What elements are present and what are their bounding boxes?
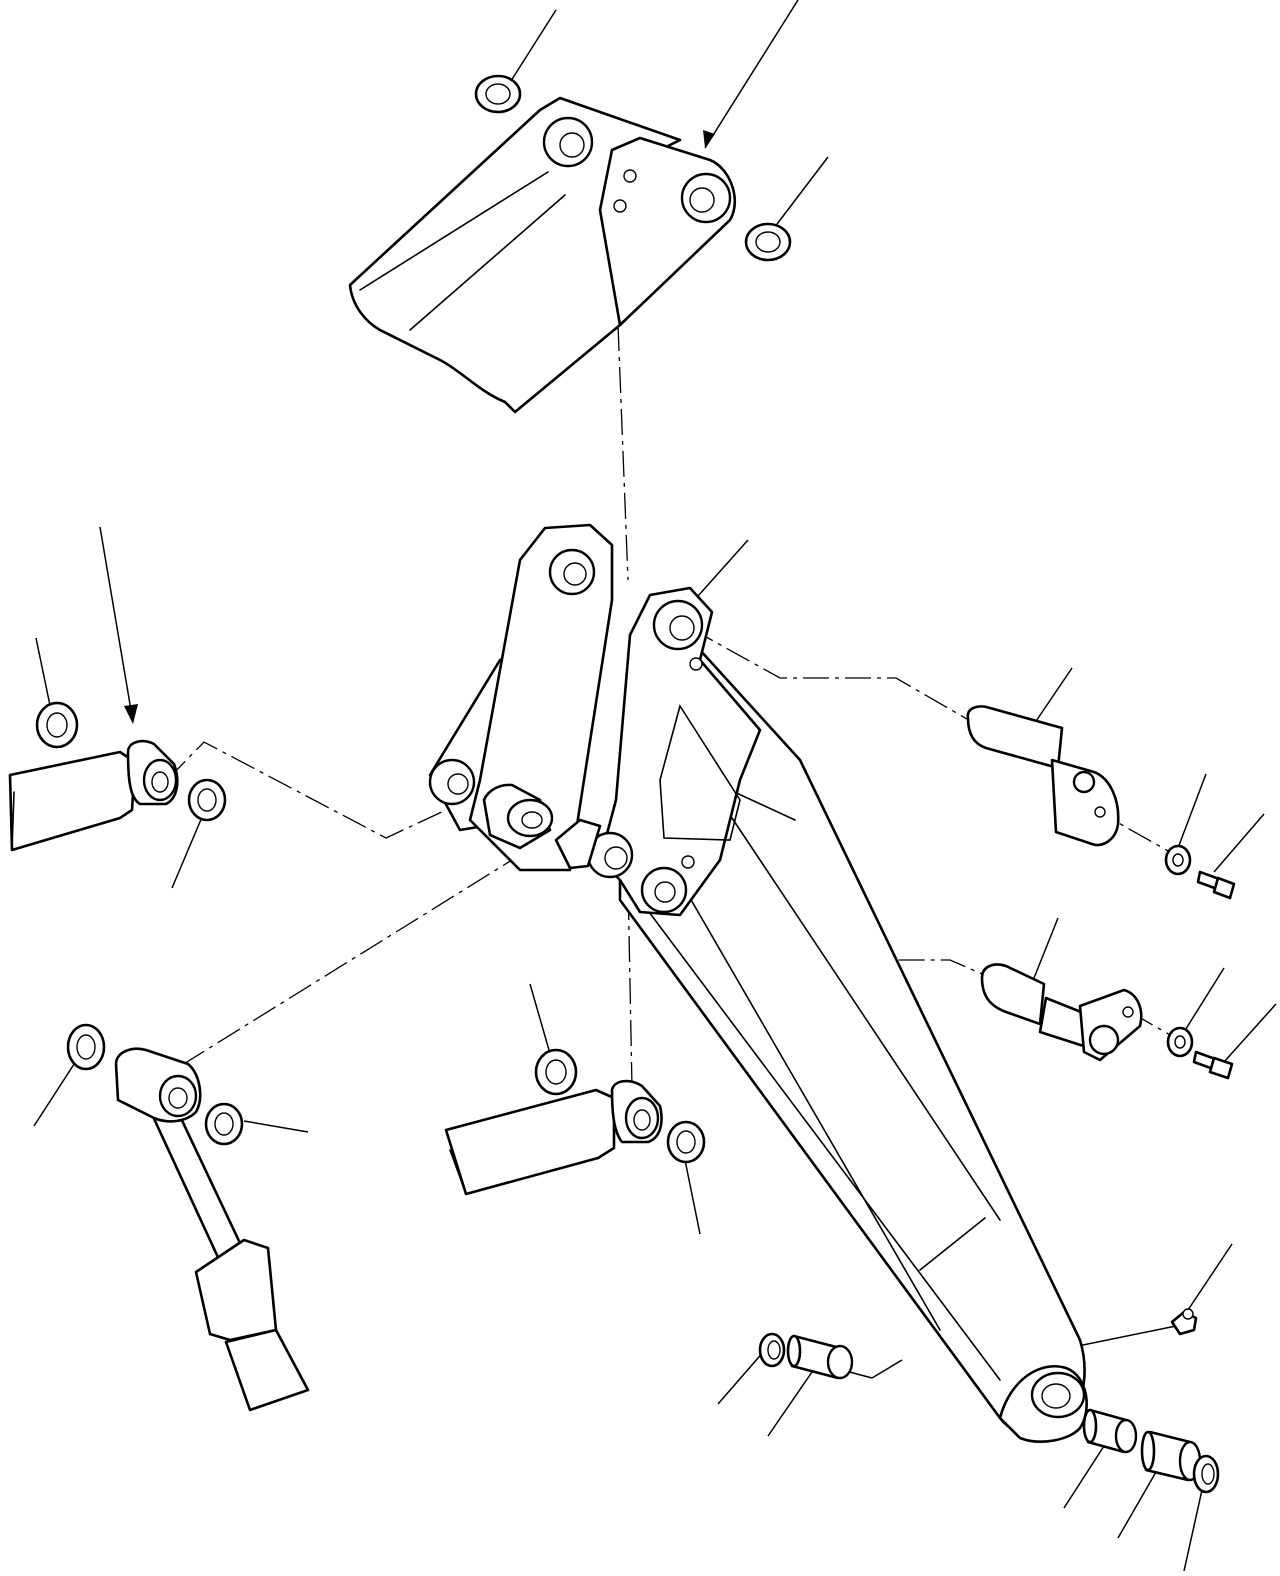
washer-top-left — [474, 74, 522, 114]
leader-line-washer-right-top — [1177, 773, 1207, 849]
seal-ring-bottom-right-b — [1192, 1454, 1220, 1494]
leader-line-left-ring-lower-right — [243, 1120, 309, 1133]
arrowhead-top-bracket — [703, 130, 715, 148]
leader-line-grease-to-arm — [1077, 1325, 1177, 1347]
leader-line-mid-washer — [529, 983, 552, 1058]
boom-end-body — [348, 96, 682, 414]
leader-line-bolt-right-top — [1213, 813, 1265, 873]
leader-line-pin-bottom — [1029, 917, 1059, 989]
leader-line-bushing-arm-2 — [871, 1359, 903, 1379]
leader-line-top-washer — [508, 9, 557, 85]
washer-left-upper-a — [35, 701, 79, 749]
leader-line-pin-top — [1029, 667, 1073, 731]
main-arm — [428, 523, 1088, 1443]
washer-pin-upper — [1164, 844, 1192, 876]
washer-top-right — [744, 222, 792, 262]
leader-line-lever-link — [689, 539, 749, 606]
leader-line-bottom-bushing — [767, 1371, 813, 1437]
leader-line-long-left — [99, 526, 134, 723]
leader-line-bottom-right-seal — [1063, 1445, 1105, 1509]
arm-lever-grease-hole — [689, 657, 703, 671]
washer-mid-b — [666, 1120, 706, 1164]
washer-pin-lower — [1166, 1026, 1194, 1058]
leader-line-grease-fitting — [1187, 1243, 1233, 1311]
bolt-pin-upper — [1196, 870, 1236, 900]
leader-line-bottom-seal — [717, 1349, 766, 1405]
pin-lower — [980, 963, 1143, 1062]
leader-line-washer-right-bottom — [1183, 967, 1225, 1033]
seal-ring-bottom-left — [758, 1332, 786, 1368]
leader-line-left-ring-lower — [33, 1057, 79, 1127]
boom-end-pin-hole — [613, 199, 627, 213]
arm-lever-grease-hole-2 — [681, 855, 695, 869]
cylinder-mid — [444, 1079, 663, 1196]
link-rod-assembly — [114, 1047, 310, 1412]
pin-upper — [966, 705, 1120, 847]
link-rod-tube — [224, 1328, 310, 1412]
boom-end-small-hole — [623, 169, 637, 183]
washer-mid-a — [534, 1048, 578, 1096]
link-rod-cylinder — [194, 1238, 278, 1342]
bolt-pin-lower — [1192, 1050, 1234, 1080]
leader-line-left-washer-top — [35, 637, 53, 716]
washer-link-right — [204, 1102, 244, 1146]
pin-upper-plate — [1050, 758, 1120, 847]
centerline-top-to-arm — [617, 324, 629, 581]
leader-line-bottom-right-ring — [1183, 1489, 1203, 1572]
leader-line-bottom-right-bushing — [1117, 1471, 1157, 1539]
grease-fitting — [1170, 1308, 1198, 1336]
leader-line-top-right-washer — [770, 156, 829, 233]
seal-ring-bottom-right-a — [1082, 1408, 1138, 1454]
leader-line-mid-washer-lower — [684, 1159, 701, 1235]
boom-end-plate — [598, 136, 736, 327]
leader-lines — [33, 0, 1277, 1572]
arm-spacer — [554, 818, 602, 870]
centerline-pin-top — [689, 627, 973, 723]
arrowhead-long-left — [124, 704, 138, 724]
boom-end-bracket — [348, 96, 736, 414]
bushing-bottom-left — [786, 1334, 854, 1380]
leader-line-top-bracket — [704, 0, 799, 149]
washer-left-upper-b — [187, 778, 227, 822]
centerline-mid-cylinder — [627, 879, 633, 1089]
bushing-bottom-right — [1140, 1430, 1202, 1482]
centerline-link-rod — [181, 849, 529, 1066]
arm-lever-left — [468, 523, 614, 872]
leader-line-bolt-right-bottom — [1223, 1003, 1277, 1063]
cylinder-upper-left — [8, 739, 179, 852]
leader-line-left-washer-bottom — [171, 809, 206, 889]
washer-link-left — [66, 1023, 106, 1071]
